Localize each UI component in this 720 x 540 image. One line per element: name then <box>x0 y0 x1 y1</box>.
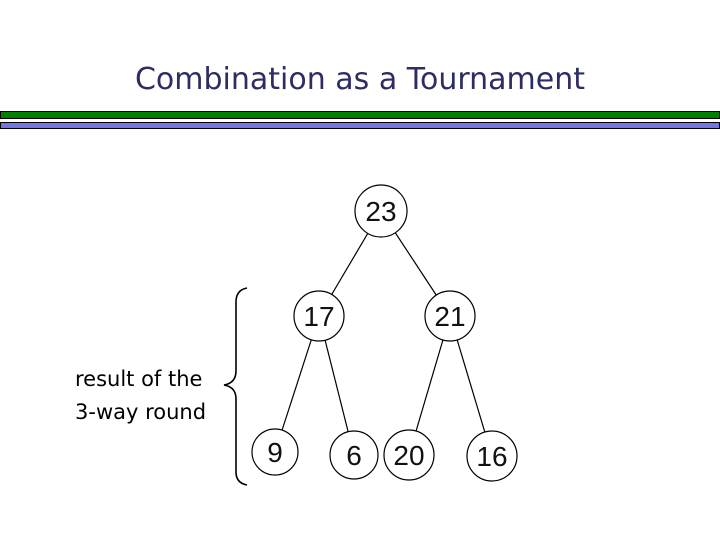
tree-node <box>354 184 408 238</box>
tree-node-label: 16 <box>476 441 507 472</box>
side-label-line1: result of the <box>75 367 203 391</box>
tree-node-label: 9 <box>267 437 283 468</box>
tree-node-label: 20 <box>393 440 424 471</box>
tree-node <box>251 428 299 476</box>
tree-node <box>466 430 518 482</box>
tree-nodes: 23 17 21 9 6 20 16 <box>251 184 518 482</box>
tree-node-label: 21 <box>434 301 465 332</box>
tree-node <box>329 430 379 480</box>
tree-node-label: 23 <box>365 196 396 227</box>
tree-node-label: 6 <box>346 440 362 471</box>
side-label-line2: 3-way round <box>75 400 207 424</box>
tree-node <box>383 429 435 481</box>
tree-node <box>424 290 476 342</box>
side-label: result of the 3-way round <box>75 363 206 429</box>
curly-brace-icon <box>223 287 248 486</box>
tree-node-label: 17 <box>303 301 334 332</box>
slide-title: Combination as a Tournament <box>134 62 586 97</box>
tree-node <box>293 290 345 342</box>
